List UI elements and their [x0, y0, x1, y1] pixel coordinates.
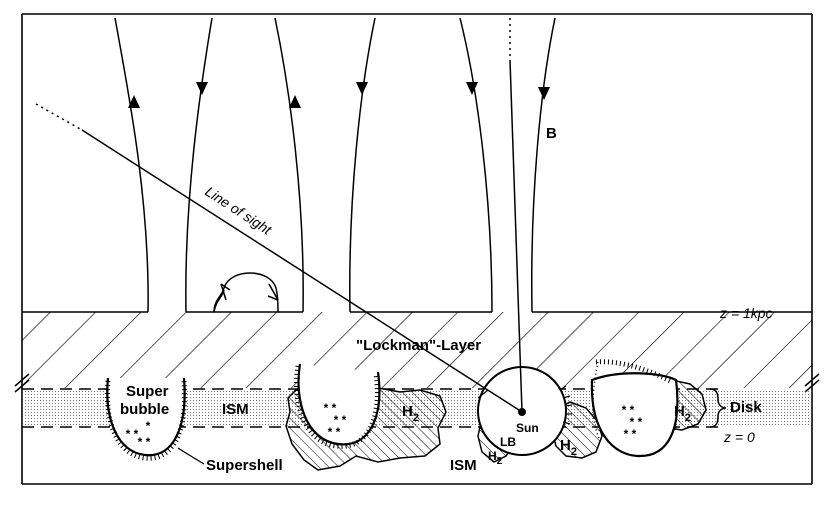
sun-label: Sun: [516, 421, 539, 435]
disk-label: Disk: [730, 399, 762, 416]
svg-text:*: *: [146, 419, 151, 433]
svg-text:* *: * *: [622, 403, 635, 417]
lockman-layer-label: "Lockman"-Layer: [356, 337, 481, 354]
magnetic-field-lines: [114, 17, 556, 313]
h2-label-1: H2: [402, 403, 419, 424]
superbubble: [104, 377, 188, 461]
disk-brace: [709, 388, 727, 428]
svg-text:* *: * *: [126, 427, 139, 441]
frame: [21, 13, 813, 485]
sun-vertical-sightline: [509, 18, 523, 413]
h2-label-4: H2: [674, 403, 691, 424]
b-field-label: B: [546, 125, 557, 142]
h2-label-2: H2: [488, 449, 503, 467]
h2-label-3: H2: [560, 437, 577, 458]
svg-text:* *: * *: [630, 415, 643, 429]
z-1kpc-label: z = 1kpc: [719, 305, 773, 321]
middle-superbubble: [294, 363, 381, 449]
svg-text:* *: * *: [334, 413, 347, 427]
ism-lower-label: ISM: [450, 457, 477, 474]
right-superbubble: [590, 359, 679, 458]
small-rising-bubble: [213, 272, 279, 313]
line-of-sight: [35, 103, 523, 413]
svg-text:* *: * *: [324, 401, 337, 415]
lb-label: LB: [500, 435, 516, 449]
halo-layer-hatching: [22, 312, 812, 388]
superbubble-label-line1: Super: [126, 383, 169, 400]
superbubble-label-line2: bubble: [120, 401, 169, 418]
svg-text:* *: * *: [624, 427, 637, 441]
z-0-label: z = 0: [723, 429, 755, 445]
ism-upper-label: ISM: [222, 401, 249, 418]
field-direction-arrows: [128, 82, 550, 108]
supershell-pointer: [177, 447, 205, 465]
svg-text:* *: * *: [328, 425, 341, 439]
bubble-stars: * * * * * * * * * * * * * * * * *: [126, 401, 643, 449]
supershell-label: Supershell: [206, 457, 283, 474]
svg-text:* *: * *: [138, 435, 151, 449]
lb-shell-ticks: [559, 385, 573, 425]
sun-marker: [518, 408, 526, 416]
